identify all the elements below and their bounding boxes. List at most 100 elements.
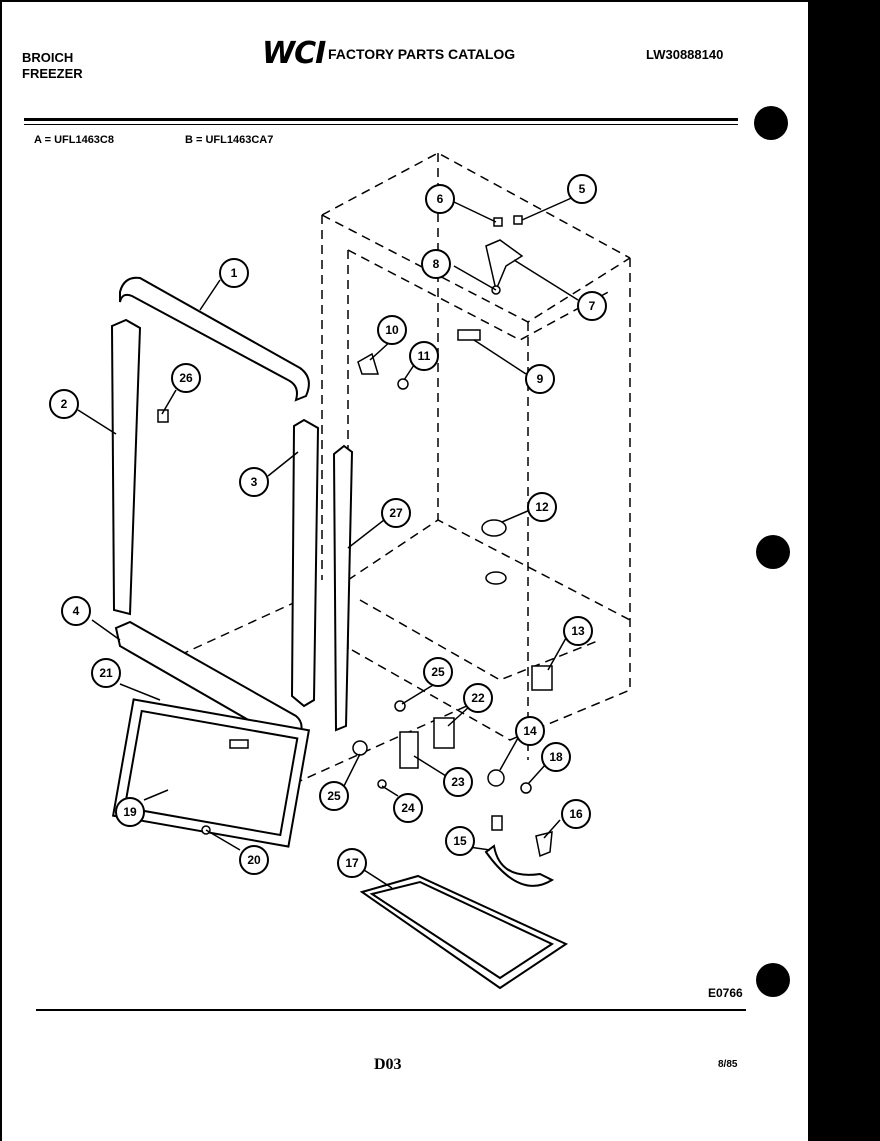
callout-9: 9 — [525, 364, 555, 394]
door-clip — [157, 409, 169, 423]
drain-connector — [491, 815, 503, 831]
callout-24: 24 — [393, 793, 423, 823]
document-number: LW30888140 — [646, 47, 724, 62]
callout-number: 5 — [579, 182, 586, 196]
page-code: D03 — [374, 1056, 402, 1073]
callout-number: 9 — [537, 372, 544, 386]
callout-circle — [443, 767, 473, 797]
drain-tube — [484, 844, 555, 887]
callout-number: 4 — [73, 604, 80, 618]
hinge-bottom-plate — [399, 731, 419, 769]
callout-4: 4 — [61, 596, 91, 626]
fitting-screw — [520, 782, 532, 794]
left-gasket-strip — [110, 318, 142, 616]
callout-circle — [337, 848, 367, 878]
callout-number: 27 — [389, 506, 403, 520]
catalog-page — [2, 2, 808, 1141]
header-rule — [24, 118, 738, 121]
callout-circle — [381, 498, 411, 528]
callout-15: 15 — [445, 826, 475, 856]
callout-number: 21 — [99, 666, 113, 680]
brand-line-1: BROICH — [22, 50, 74, 65]
callout-number: 16 — [569, 807, 583, 821]
callout-1: 1 — [219, 258, 249, 288]
callout-16: 16 — [561, 799, 591, 829]
wci-logo: WCI — [262, 36, 326, 71]
binder-hole-top — [754, 106, 788, 140]
callout-20: 20 — [239, 845, 269, 875]
binder-hole-bottom — [756, 963, 790, 997]
grille-clip — [229, 739, 249, 749]
callout-6: 6 — [425, 184, 455, 214]
leveling-leg — [352, 740, 368, 756]
callout-number: 2 — [61, 397, 68, 411]
callout-5: 5 — [567, 174, 597, 204]
callout-26: 26 — [171, 363, 201, 393]
callout-number: 25 — [431, 665, 445, 679]
callout-layer: 1234567891011121314151617181920212223242… — [49, 174, 607, 878]
callout-circle — [527, 492, 557, 522]
model-a-label: A = UFL1463C8 — [34, 134, 114, 146]
callout-circle — [463, 683, 493, 713]
hinge-bracket — [485, 239, 524, 293]
callout-circle — [319, 781, 349, 811]
top-gasket-strip — [119, 276, 310, 402]
callout-circle — [425, 184, 455, 214]
callout-number: 6 — [437, 192, 444, 206]
callout-circle — [409, 341, 439, 371]
callout-circle — [377, 315, 407, 345]
callout-number: 26 — [179, 371, 193, 385]
callout-number: 12 — [535, 500, 549, 514]
brand-line-2: FREEZER — [22, 66, 83, 81]
kick-plate-inner — [123, 709, 299, 837]
callout-number: 20 — [247, 853, 261, 867]
callout-number: 8 — [433, 257, 440, 271]
callout-circle — [91, 658, 121, 688]
callout-number: 10 — [385, 323, 399, 337]
callout-circle — [171, 363, 201, 393]
callout-circle — [219, 258, 249, 288]
callout-number: 14 — [523, 724, 537, 738]
small-parts — [157, 215, 553, 858]
callout-21: 21 — [91, 658, 121, 688]
callout-17: 17 — [337, 848, 367, 878]
callout-number: 23 — [451, 775, 465, 789]
callout-circle — [421, 249, 451, 279]
door-stop — [457, 329, 481, 341]
callout-circle — [577, 291, 607, 321]
callout-14: 14 — [515, 716, 545, 746]
cam-bracket — [357, 352, 380, 375]
cam-screw — [397, 378, 409, 390]
leveling-bracket — [531, 665, 553, 691]
right-gasket-strip — [290, 418, 320, 708]
callout-11: 11 — [409, 341, 439, 371]
hinge-side-strip — [332, 444, 354, 732]
callout-circle — [423, 657, 453, 687]
callout-number: 24 — [401, 801, 415, 815]
model-b-label: B = UFL1463CA7 — [185, 134, 274, 146]
callout-number: 7 — [589, 299, 596, 313]
callout-number: 3 — [251, 475, 258, 489]
callout-7: 7 — [577, 291, 607, 321]
callout-27: 27 — [381, 498, 411, 528]
callout-number: 22 — [471, 691, 485, 705]
callout-circle — [393, 793, 423, 823]
callout-circle — [61, 596, 91, 626]
callout-circle — [563, 616, 593, 646]
callout-2: 2 — [49, 389, 79, 419]
callout-13: 13 — [563, 616, 593, 646]
binder-hole-middle — [756, 535, 790, 569]
drain-pan-inner — [369, 880, 555, 980]
callout-number: 13 — [571, 624, 585, 638]
figure-code: E0766 — [708, 986, 743, 1000]
callout-circle — [515, 716, 545, 746]
hinge-screw — [493, 217, 503, 227]
door-frame — [110, 276, 569, 990]
catalog-title: FACTORY PARTS CATALOG — [328, 46, 516, 62]
tube-clip — [535, 831, 553, 858]
callout-circle — [445, 826, 475, 856]
brand-name: BROICH FREEZER — [22, 50, 83, 82]
callout-circle — [239, 467, 269, 497]
callout-18: 18 — [541, 742, 571, 772]
